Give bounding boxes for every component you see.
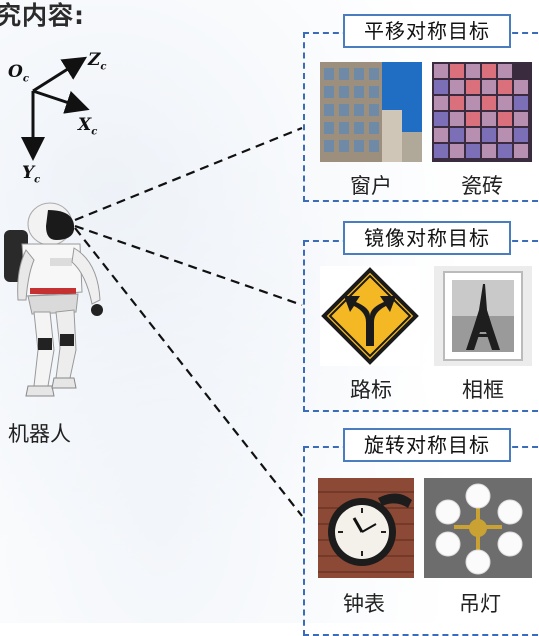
label-photo-frame: 相框 <box>462 378 504 402</box>
chandelier-photo <box>424 478 532 578</box>
label-clock: 钟表 <box>343 592 385 616</box>
y-axis-label: Yc <box>22 163 41 186</box>
label-road-sign: 路标 <box>350 378 392 402</box>
tile-pattern-photo <box>432 62 532 162</box>
road-sign-photo <box>320 266 420 366</box>
photo-frame-photo <box>434 266 532 366</box>
coordinate-axes <box>21 56 90 161</box>
sight-lines <box>74 126 303 517</box>
label-window: 窗户 <box>350 174 392 198</box>
x-axis-arrow <box>32 89 90 114</box>
group-title-mirror: 镜像对称目标 <box>343 221 511 255</box>
label-chandelier: 吊灯 <box>459 592 501 616</box>
robot-illustration <box>4 202 103 397</box>
group-title-translation: 平移对称目标 <box>343 14 511 48</box>
clock-photo <box>318 478 414 578</box>
sight-line-mirror <box>74 224 303 307</box>
section-heading: 究内容: <box>0 1 85 30</box>
building-window-photo <box>320 62 422 162</box>
z-axis-arrow <box>32 56 88 93</box>
origin-label: Oc <box>8 62 29 85</box>
z-axis-label: Zc <box>88 50 107 73</box>
group-title-rotation: 旋转对称目标 <box>343 428 511 462</box>
robot-label: 机器人 <box>8 422 71 446</box>
label-tile: 瓷砖 <box>461 174 503 198</box>
sight-line-translation <box>74 126 303 222</box>
x-axis-label: Xc <box>78 115 98 138</box>
sight-line-rotation <box>74 227 303 517</box>
